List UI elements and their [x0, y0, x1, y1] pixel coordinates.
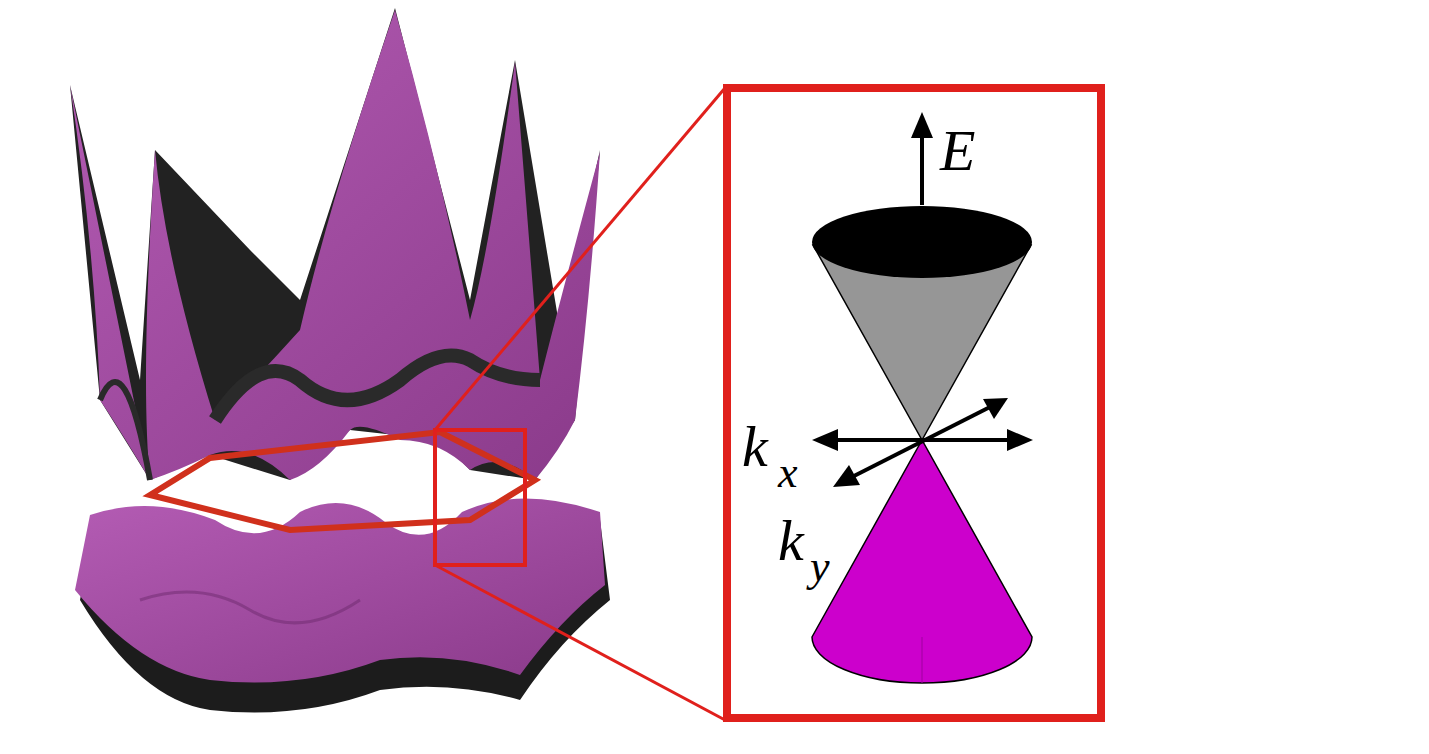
- axis-subscript: x: [778, 451, 798, 495]
- conduction-band-surface: [70, 8, 600, 480]
- valence-band-surface: [75, 499, 610, 713]
- brillouin-zone-hexagon: [150, 432, 535, 530]
- zoom-box: [435, 430, 525, 565]
- dirac-cone: [812, 206, 1032, 683]
- axes: [812, 112, 1033, 487]
- inset-frame: [727, 88, 1101, 718]
- axis-label: k: [742, 418, 768, 476]
- axis-subscript: y: [810, 545, 830, 589]
- zoom-line: [435, 565, 725, 720]
- axis-label: E: [940, 122, 975, 180]
- axis-label: k: [778, 512, 804, 570]
- zoom-line: [435, 88, 725, 430]
